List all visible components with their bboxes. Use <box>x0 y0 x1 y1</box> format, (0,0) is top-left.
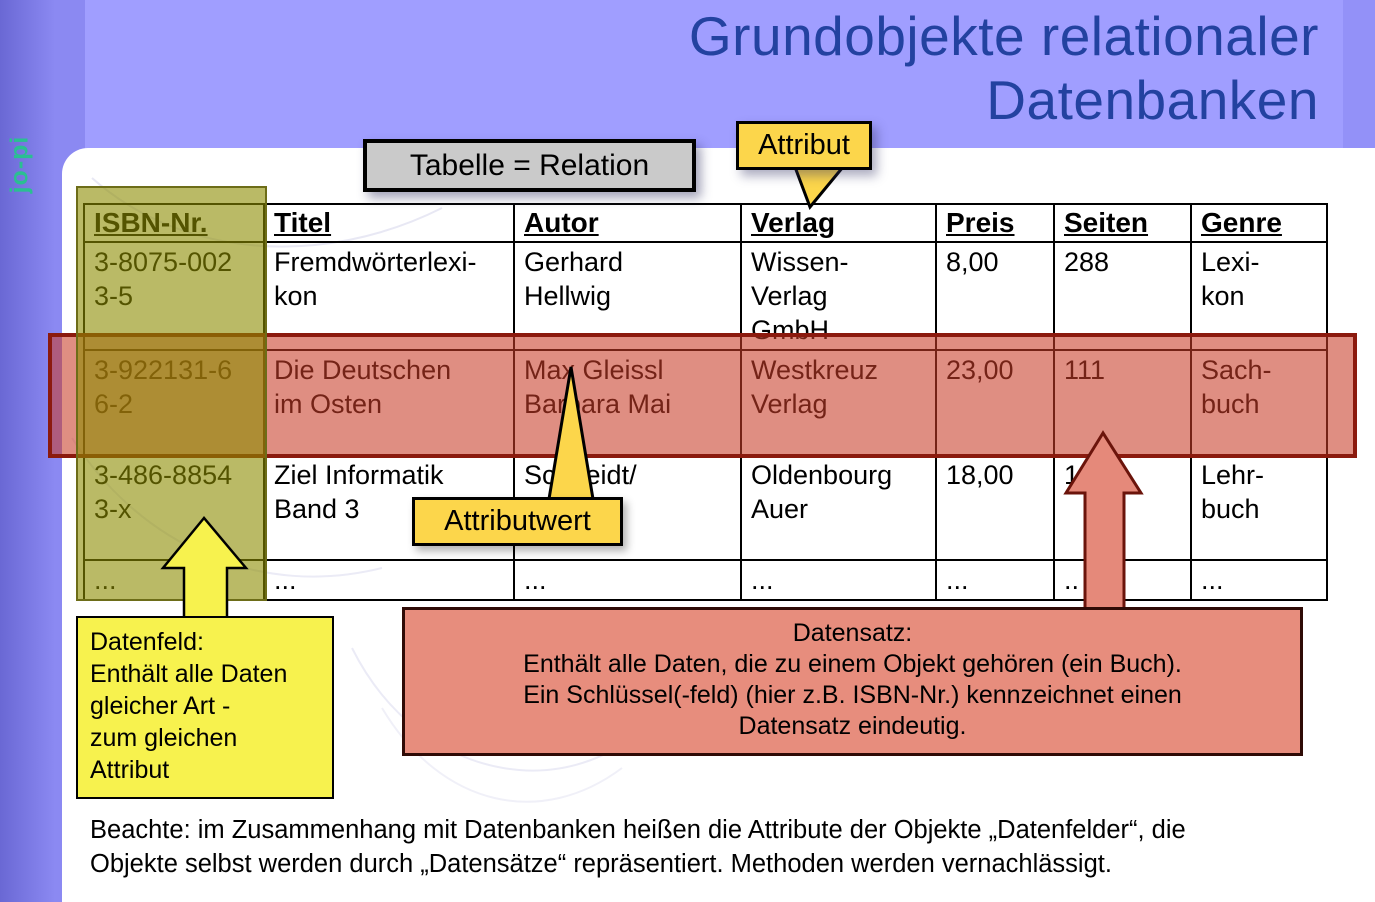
cell-r3-autor: ... <box>513 559 742 601</box>
attributwert-callout: Attributwert <box>412 497 623 546</box>
column-header-verlag-label: Verlag <box>751 207 836 238</box>
table-relation-callout: Tabelle = Relation <box>363 139 696 192</box>
cell-r2-verlag: Oldenbourg Auer <box>740 454 937 561</box>
datensatz-callout-text: Datensatz: Enthält alle Daten, die zu ei… <box>523 619 1182 740</box>
footer-note: Beachte: im Zusammenhang mit Datenbanken… <box>90 816 1186 878</box>
datenfeld-callout: Datenfeld: Enthält alle Daten gleicher A… <box>76 616 334 799</box>
table-row: ... ... ... ... ... .. ... <box>83 559 1328 601</box>
column-header-titel: Titel <box>263 203 515 243</box>
cell-r3-seiten: .. <box>1053 559 1192 601</box>
table-header-row: ISBN-Nr. Titel Autor Verlag Preis Seiten… <box>83 203 1328 243</box>
isbn-column-highlight <box>76 186 267 601</box>
table-row: 3-486-8854 3-x Ziel Informatik Band 3 Sc… <box>83 454 1328 561</box>
cell-r2-genre: Lehr- buch <box>1190 454 1328 561</box>
cell-r3-genre: ... <box>1190 559 1328 601</box>
table-relation-callout-label: Tabelle = Relation <box>409 148 650 182</box>
column-header-verlag: Verlag <box>740 203 937 243</box>
column-header-seiten: Seiten <box>1053 203 1192 243</box>
cell-r2-preis: 18,00 <box>935 454 1055 561</box>
column-header-preis: Preis <box>935 203 1055 243</box>
cell-r3-titel: ... <box>263 559 515 601</box>
cell-r3-verlag: ... <box>740 559 937 601</box>
datenfeld-callout-text: Datenfeld: Enthält alle Daten gleicher A… <box>90 628 288 784</box>
table-row: 3-8075-002 3-5 Fremdwörterlexi- kon Gerh… <box>83 241 1328 351</box>
attribut-callout-label: Attribut <box>758 129 850 161</box>
attribut-callout: Attribut <box>736 121 872 170</box>
brand-label: jo-pi <box>5 135 34 194</box>
datensatz-callout: Datensatz: Enthält alle Daten, die zu ei… <box>402 607 1303 756</box>
column-header-preis-label: Preis <box>946 207 1015 238</box>
column-header-titel-label: Titel <box>274 207 332 238</box>
cell-r3-preis: ... <box>935 559 1055 601</box>
cell-r2-seiten: 166 <box>1053 454 1192 561</box>
column-header-autor-label: Autor <box>524 207 599 238</box>
column-header-autor: Autor <box>513 203 742 243</box>
cell-r0-autor: Gerhard Hellwig <box>513 241 742 351</box>
column-header-genre-label: Genre <box>1201 207 1282 238</box>
page-title: Grundobjekte relationaler Datenbanken <box>688 5 1319 131</box>
cell-r0-seiten: 288 <box>1053 241 1192 351</box>
cell-r0-genre: Lexi- kon <box>1190 241 1328 351</box>
cell-r0-preis: 8,00 <box>935 241 1055 351</box>
column-header-seiten-label: Seiten <box>1064 207 1149 238</box>
column-header-genre: Genre <box>1190 203 1328 243</box>
attributwert-callout-label: Attributwert <box>444 505 591 537</box>
title-band <box>85 0 1343 148</box>
